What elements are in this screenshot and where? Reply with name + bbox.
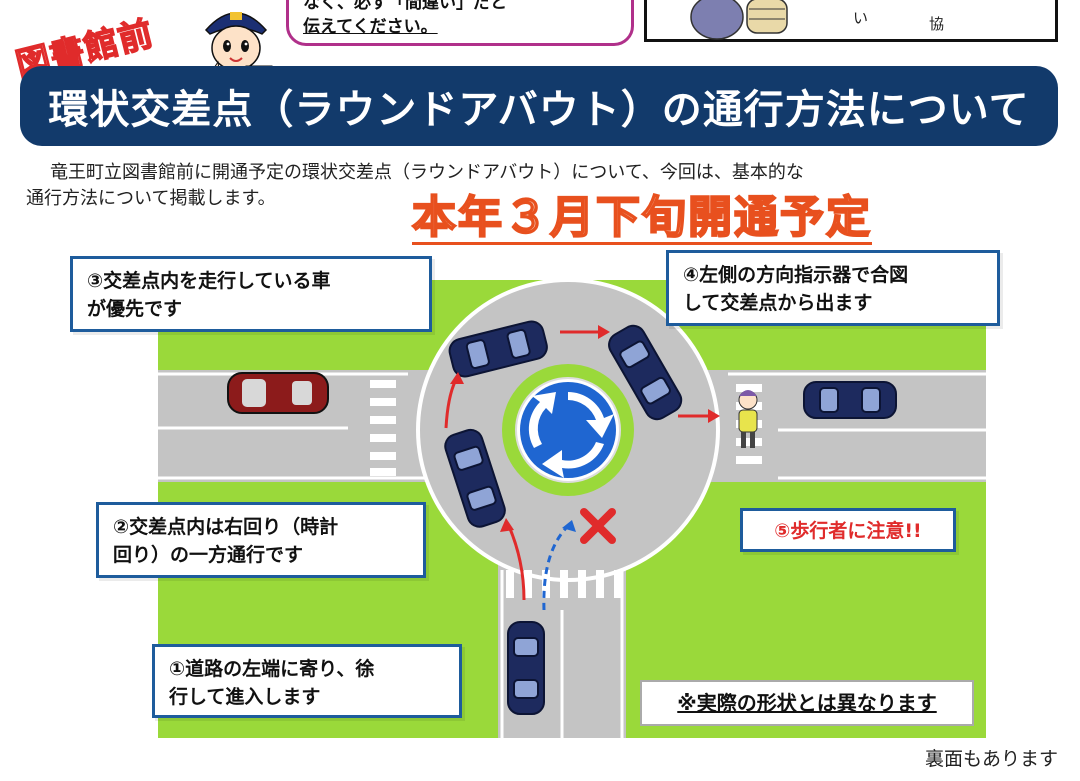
callout-4-line-2: して交差点から出ます bbox=[683, 292, 873, 314]
callout-one-way: ②交差点内は右回り（時計 回り）の一方通行です bbox=[96, 502, 426, 578]
callout-3-line-2: が優先です bbox=[87, 298, 183, 320]
car-bottom-entry bbox=[507, 621, 545, 715]
callout-1-line-1: ①道路の左端に寄り、徐 bbox=[169, 658, 375, 680]
callout-priority: ③交差点内を走行している車 が優先です bbox=[70, 256, 432, 332]
title-banner: 環状交差点（ラウンドアバウト）の通行方法について bbox=[20, 66, 1058, 146]
intro-line-2: 通行方法について掲載します。 bbox=[26, 188, 276, 209]
shape-disclaimer-text: ※実際の形状とは異なります bbox=[677, 691, 937, 715]
callout-2-line-2: 回り）の一方通行です bbox=[113, 544, 304, 566]
callout-2-line-1: ②交差点内は右回り（時計 bbox=[113, 516, 339, 538]
intro-text: 竜王町立図書館前に開通予定の環状交差点（ラウンドアバウト）について、今回は、基本… bbox=[26, 160, 1066, 212]
top-box-char-2: 協 bbox=[929, 15, 945, 33]
speech-bubble-top: なく、必ず「間違い」だと 伝えてください。 bbox=[286, 0, 634, 46]
callout-entry: ①道路の左端に寄り、徐 行して進入します bbox=[152, 644, 462, 718]
callout-4-line-1: ④左側の方向指示器で合図 bbox=[683, 264, 909, 286]
back-side-note: 裏面もあります bbox=[924, 748, 1058, 770]
car-right-road bbox=[803, 381, 897, 419]
top-illustration-box: い 協 bbox=[644, 0, 1058, 42]
page-title: 環状交差点（ラウンドアバウト）の通行方法について bbox=[48, 87, 1030, 133]
car-top-right bbox=[608, 324, 683, 421]
car-left-ring bbox=[444, 428, 506, 528]
speech-line-2: 伝えてください。 bbox=[303, 17, 438, 37]
opening-date-headline: 本年３月下旬開通予定 bbox=[411, 192, 872, 245]
wrong-way-arrow bbox=[542, 524, 570, 611]
shape-disclaimer: ※実際の形状とは異なります bbox=[640, 680, 974, 726]
callout-3-line-1: ③交差点内を走行している車 bbox=[87, 270, 331, 292]
prohibited-x-icon bbox=[580, 508, 616, 544]
pedestrian-icon bbox=[738, 390, 758, 448]
illustration-figures bbox=[690, 0, 788, 40]
red-car bbox=[227, 372, 329, 414]
callout-exit-signal: ④左側の方向指示器で合図 して交差点から出ます bbox=[666, 250, 1000, 326]
callout-pedestrian-warning: ⑤歩行者に注意!! bbox=[740, 508, 956, 552]
car-top bbox=[448, 320, 548, 378]
speech-line-1: なく、必ず「間違い」だと bbox=[303, 0, 507, 13]
top-box-char-1: い bbox=[853, 9, 869, 27]
intro-line-1: 竜王町立図書館前に開通予定の環状交差点（ラウンドアバウト）について、今回は、基本… bbox=[50, 162, 804, 183]
callout-1-line-2: 行して進入します bbox=[169, 686, 321, 708]
crosswalk-left bbox=[370, 380, 396, 476]
